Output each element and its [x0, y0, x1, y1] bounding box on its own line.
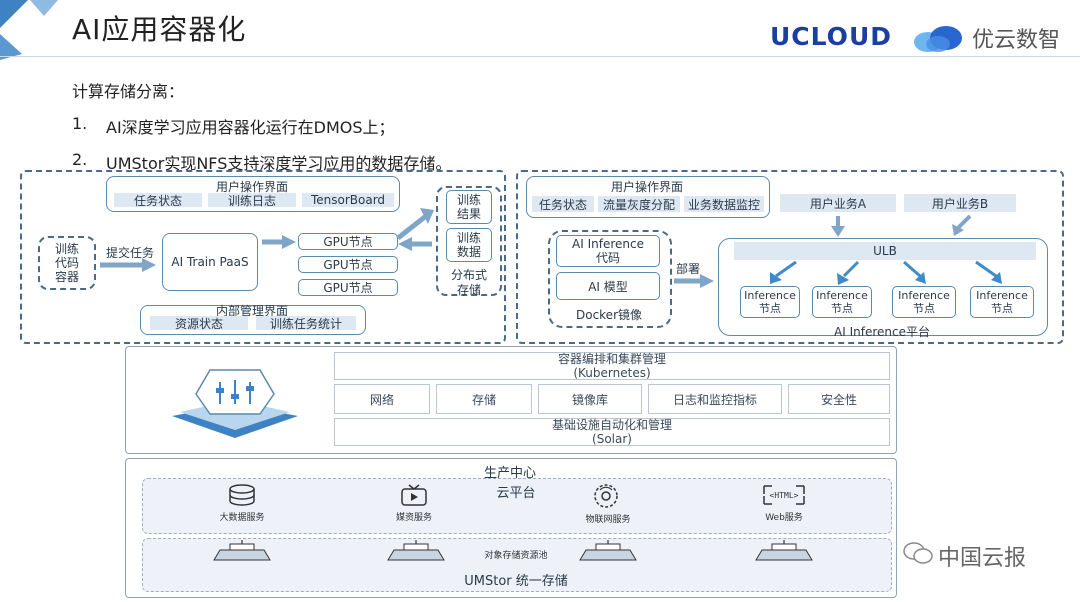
submit-arrow-icon: [100, 258, 156, 272]
cell-storage: 存储: [436, 384, 532, 414]
iot-icon: [594, 484, 618, 508]
infra-sub: (Solar): [592, 432, 632, 446]
inference-node-3: Inference 节点: [892, 286, 956, 318]
train-result: 训练 结果: [446, 190, 492, 224]
deploy-arrow-icon: [674, 274, 714, 288]
service-bigdata: 大数据服务: [219, 513, 265, 523]
html-web-icon: <HTML>: [763, 485, 805, 505]
inference-platform-label: AI Inference平台: [834, 325, 930, 339]
inference-node-1: Inference 节点: [740, 286, 800, 318]
user-biz-a: 用户业务A: [780, 194, 896, 212]
tv-media-icon: [401, 484, 427, 506]
intro-text: 计算存储分离：: [72, 82, 185, 101]
cloud-logo-icon: [914, 26, 962, 52]
storage-node-icon: [387, 540, 445, 561]
train-data: 训练 数据: [446, 228, 492, 262]
gpu-node-3: GPU节点: [298, 279, 398, 296]
code-container-label: 训练 代码 容器: [54, 242, 79, 284]
gpu-storage-arrows-icon: [396, 208, 434, 251]
train-tag-status: 任务状态: [114, 193, 202, 208]
submit-task-label: 提交任务: [106, 246, 155, 260]
docker-image-label: Docker镜像: [575, 308, 643, 322]
cell-registry: 镜像库: [538, 384, 642, 414]
inference-code: AI Inference 代码: [556, 235, 660, 267]
gpu-node-2: GPU节点: [298, 256, 398, 273]
train-panel: [20, 170, 506, 344]
code-container-box: 训练 代码 容器: [38, 236, 96, 290]
production-center-title: 生产中心: [483, 466, 536, 481]
distributed-storage-box: [436, 186, 502, 296]
inference-panel: [516, 170, 1064, 344]
inf-tag-status: 任务状态: [532, 196, 594, 212]
inf-tag-traffic: 流量灰度分配: [598, 196, 680, 212]
corner-decoration: [0, 0, 58, 60]
ulb-node-arrows-icon: [770, 260, 1002, 285]
train-tag-tensorboard: TensorBoard: [302, 193, 394, 207]
service-media: 媒资服务: [395, 513, 432, 523]
orchestration-label: 容器编排和集群管理: [557, 352, 666, 366]
bullet-item-2: UMStor实现NFS支持深度学习应用的数据存储。: [106, 154, 452, 173]
service-iot: 物联网服务: [585, 515, 631, 525]
gpu-node-1: GPU节点: [298, 233, 398, 250]
bullet-num-1: 1.: [72, 114, 88, 133]
cell-network: 网络: [334, 384, 430, 414]
brand-name: 优云数智: [972, 28, 1061, 53]
infra-bar: 基础设施自动化和管理 (Solar): [334, 418, 890, 446]
cloud-platform-label: 云平台: [496, 486, 536, 501]
docker-image-box: [548, 230, 672, 328]
storage-node-icon: [579, 540, 637, 561]
ai-model: AI 模型: [556, 272, 660, 300]
inf-tag-monitor: 业务数据监控: [684, 196, 764, 212]
bullet-item-1: AI深度学习应用容器化运行在DMOS上；: [106, 118, 395, 137]
inference-node-4: Inference 节点: [970, 286, 1034, 318]
inference-node-2: Inference 节点: [812, 286, 872, 318]
wechat-icon: [903, 542, 933, 564]
mgmt-tag-resource: 资源状态: [150, 316, 248, 331]
page-title: AI应用容器化: [72, 13, 247, 46]
cell-security: 安全性: [788, 384, 890, 414]
umstor-box: [142, 538, 892, 592]
object-storage-pool-label: 对象存储资源池: [484, 551, 548, 561]
train-ui-title: 用户操作界面: [215, 180, 288, 194]
cloud-platform-box: [142, 478, 892, 534]
watermark-text: 中国云报: [938, 546, 1027, 571]
storage-node-icon: [755, 540, 813, 561]
service-web: Web服务: [765, 513, 803, 523]
distributed-storage-label: 分布式 存储: [450, 268, 487, 297]
database-icon: [229, 484, 255, 506]
ulb-bar: ULB: [734, 242, 1036, 260]
paas-gpu-arrow-icon: [262, 235, 296, 249]
dmos-platform-icon: [172, 369, 298, 438]
storage-node-icon: [213, 540, 271, 561]
svg-text:<HTML>: <HTML>: [770, 491, 799, 500]
inference-ui-title: 用户操作界面: [610, 180, 683, 194]
umstor-label: UMStor 统一存储: [464, 574, 568, 589]
orchestration-sub: (Kubernetes): [573, 366, 651, 380]
mgmt-tag-stats: 训练任务统计: [256, 316, 356, 331]
bullet-num-2: 2.: [72, 150, 88, 169]
infra-label: 基础设施自动化和管理: [551, 418, 672, 432]
ucloud-logo: UCLOUD: [770, 22, 892, 51]
orchestration-bar: 容器编排和集群管理 (Kubernetes): [334, 352, 890, 380]
user-biz-b: 用户业务B: [904, 194, 1016, 212]
cell-logging: 日志和监控指标: [648, 384, 782, 414]
train-tag-log: 训练日志: [208, 193, 296, 208]
deploy-label: 部署: [676, 262, 701, 276]
title-divider: [0, 56, 1080, 57]
biz-to-ulb-arrows-icon: [831, 214, 972, 237]
mgmt-ui-title: 内部管理界面: [215, 304, 288, 318]
ai-train-paas-label: AI Train PaaS: [171, 255, 249, 269]
ai-train-paas-box: AI Train PaaS: [162, 233, 258, 291]
